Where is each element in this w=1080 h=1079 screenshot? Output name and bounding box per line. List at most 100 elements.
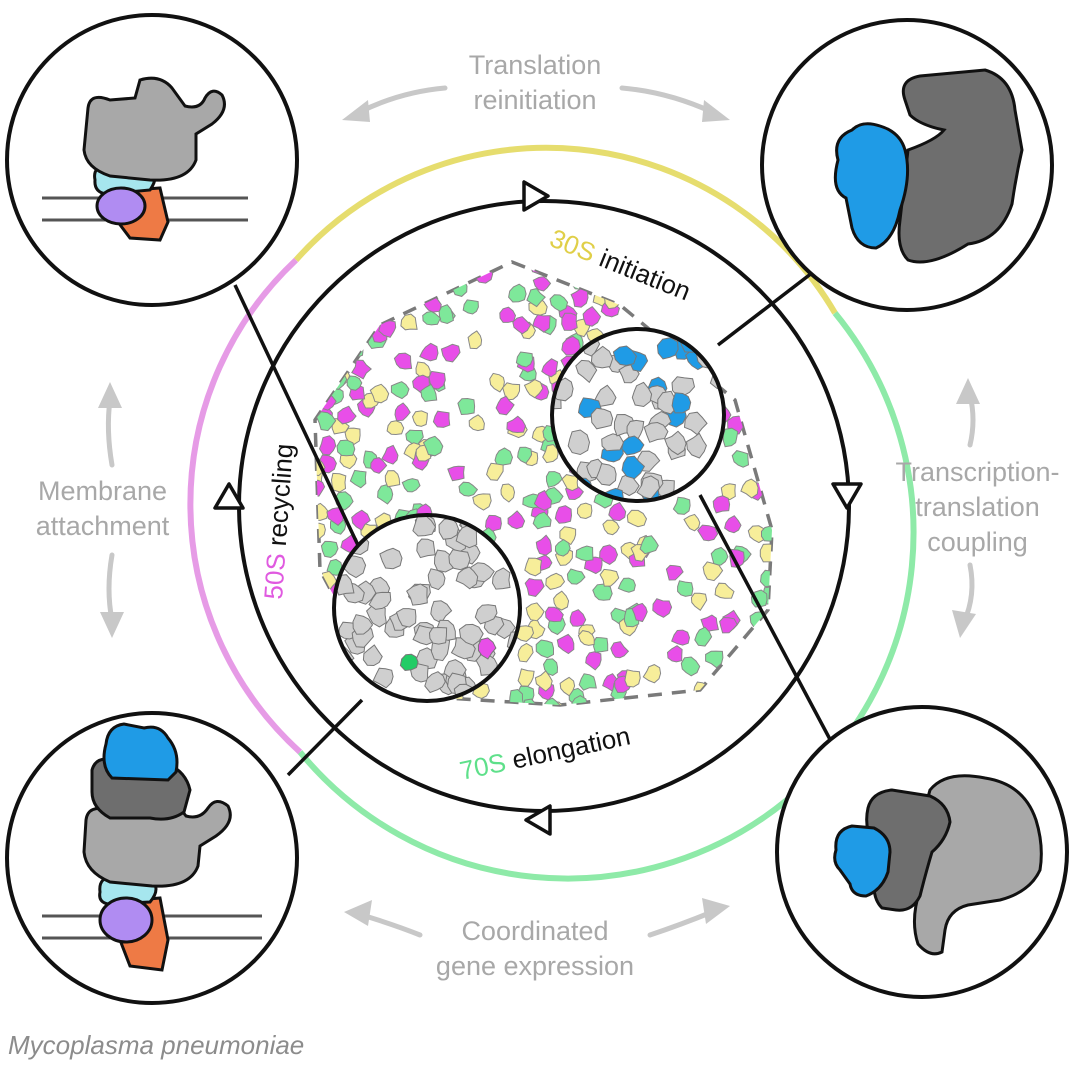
ribosome-particle-zoom [416, 538, 436, 559]
ribosome-particle [386, 420, 405, 436]
ribosome-particle [344, 427, 361, 445]
ribosome-particle [428, 278, 446, 297]
ribosome-particle [524, 577, 545, 597]
ribosome-particle [545, 572, 566, 590]
ribosome-particle [740, 657, 761, 677]
ribosome-particle [708, 680, 727, 700]
ribosome-particle [542, 658, 559, 677]
ribosome-particle [381, 444, 399, 465]
purple-protein [98, 896, 154, 944]
ribosome-particle-zoom [424, 671, 446, 694]
ribosome-particle [337, 405, 357, 425]
ribosome-particle [419, 342, 439, 362]
ribosome-particle [440, 343, 461, 363]
ribosome-particle [583, 556, 603, 575]
ribosome-particle [506, 415, 527, 434]
ribosome-particle-zoom [612, 345, 637, 366]
ribosome-particle [517, 446, 533, 464]
arrow-left-up [105, 397, 115, 468]
label-initiation: 30S initiation [546, 223, 695, 307]
ribosome-particle [432, 410, 451, 428]
ribosome-particle-zoom [491, 567, 511, 590]
ribosome-particle [467, 330, 483, 350]
ribosome-particle [642, 664, 662, 684]
ribosome-particle [559, 676, 576, 697]
ribosome-particle [523, 379, 544, 399]
ribosome-particle-zoom [412, 515, 437, 537]
corner-panel-coupling-bottom [775, 705, 1069, 999]
ribosome-particle-zoom [368, 591, 392, 610]
ribosome-particle [401, 478, 421, 493]
ribosome-particle [529, 262, 548, 274]
ribosome-particle [566, 568, 586, 585]
ribosome-particle [763, 265, 772, 282]
ribosome-particle [759, 569, 772, 588]
ribosome-particle-zoom [477, 637, 497, 660]
ribosome-particle [336, 439, 356, 457]
ribosome-particle [320, 540, 339, 559]
ribosome-particle [517, 668, 535, 687]
ribosome-particle [351, 359, 372, 380]
ribosome-particle [743, 387, 762, 404]
ribosome-particle [323, 337, 340, 356]
ribosome-particle [369, 383, 390, 404]
ribosome-particle [753, 319, 769, 338]
ribosome-particle-zoom [590, 345, 614, 369]
ribosome-particle-zoom [590, 407, 614, 430]
arrow-elongation [831, 482, 863, 510]
ribosome-particle [335, 321, 356, 340]
ribosome-particle [325, 666, 341, 685]
ribosome-particle [515, 351, 534, 368]
ribosome-particle [486, 462, 504, 481]
ribosome-particle [387, 262, 408, 270]
arrow-top-right [619, 85, 715, 115]
ribosome-particle [575, 266, 595, 286]
ribosome-particle-zoom [593, 384, 617, 407]
ribosome-particle [593, 636, 609, 653]
ribosome-particle [524, 557, 543, 577]
ribosome-particle [337, 303, 355, 323]
ribosome-particle [450, 276, 468, 297]
ribosome-particle [549, 294, 569, 312]
ribosome-particle-zoom [337, 685, 361, 701]
ribosome-particle [653, 310, 673, 331]
ribosome-particle [315, 665, 335, 683]
ribosome-particle [532, 511, 552, 530]
arrow-return [524, 804, 552, 836]
blue-protein [833, 122, 910, 250]
ribosome-particle [675, 311, 695, 329]
ribosome-particle [473, 265, 494, 284]
ribosome-particle [411, 410, 428, 427]
ribosome-particle [544, 606, 564, 623]
ribosome-particle [317, 624, 336, 642]
ribosome-particle-zoom [621, 455, 646, 480]
blue-protein [102, 722, 179, 782]
ribosome-particle [554, 505, 573, 524]
ribosome-particle [370, 457, 388, 474]
ribosome-particle [420, 383, 438, 403]
ribosome-particle [741, 383, 760, 403]
ribosome-particle [381, 262, 403, 272]
ribosome-particle [714, 582, 735, 599]
ribosome-particle [740, 478, 759, 499]
connector-top-left [233, 284, 367, 561]
ribosome-particle [753, 331, 772, 348]
ribosome-particle [553, 590, 570, 611]
ribosome-particle [712, 495, 731, 514]
ribosome-particle [577, 630, 595, 646]
ribosome-particle [495, 395, 515, 416]
ribosome-particle [680, 656, 701, 677]
ribosome-particle [526, 288, 546, 308]
ribosome-particle [462, 299, 479, 315]
ribosome-particle [556, 633, 575, 655]
corner-panel-membrane-bottom [5, 711, 299, 1005]
ribosome-particle-zoom [686, 432, 707, 459]
ribosome-particle [631, 602, 648, 623]
ribosome-particle-zoom [458, 623, 484, 646]
ribosome-particle-zoom [664, 430, 687, 456]
ribosome-particle-zoom [395, 608, 417, 628]
ribosome-particle [652, 598, 673, 618]
ribosome-particle-zoom [412, 624, 436, 646]
label-recycling: 50S recycling [258, 443, 299, 601]
